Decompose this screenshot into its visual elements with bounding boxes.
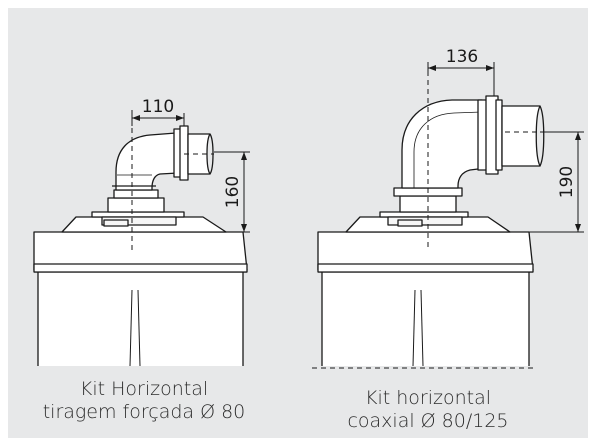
left-caption-line1: Kit Horizontal (79, 378, 209, 400)
left-width-dimension: 110 (142, 97, 174, 117)
left-caption-line2: tiragem forçada Ø 80 (42, 401, 246, 423)
right-height-dimension: 190 (557, 166, 577, 198)
center-lines (131, 62, 548, 369)
left-height-dimension: 160 (223, 176, 243, 208)
dimension-lines (131, 62, 584, 233)
right-boiler (317, 95, 545, 367)
dimension-arrows (132, 65, 581, 232)
left-kit-caption: Kit Horizontal tiragem forçada Ø 80 (28, 378, 260, 424)
right-caption-line1: Kit horizontal (365, 387, 491, 409)
left-boiler (33, 125, 248, 367)
right-kit-caption: Kit horizontal coaxial Ø 80/125 (318, 387, 538, 433)
right-width-dimension: 136 (446, 47, 478, 67)
right-caption-line2: coaxial Ø 80/125 (347, 410, 509, 432)
